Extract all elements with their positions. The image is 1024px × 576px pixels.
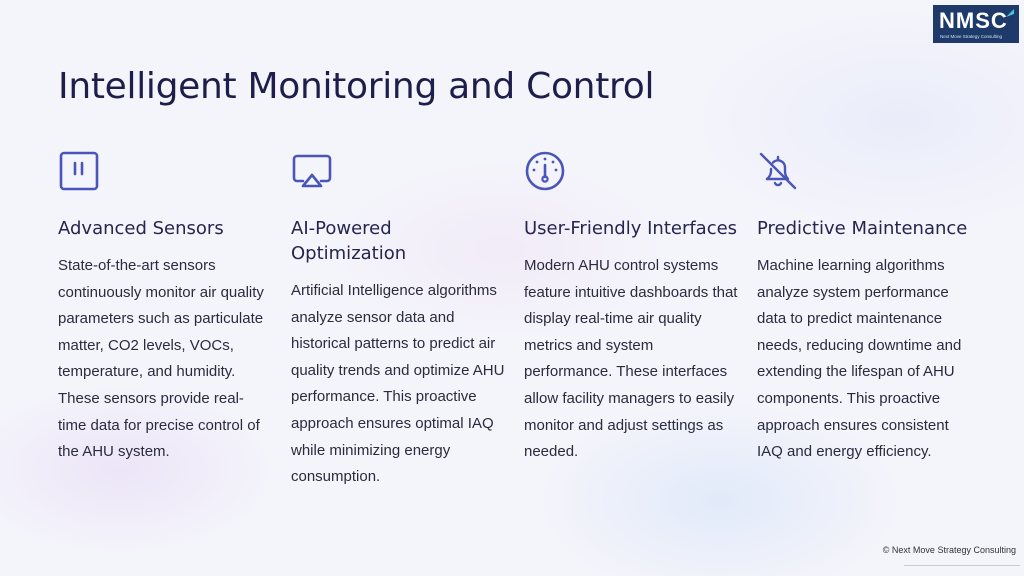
card-title: Predictive Maintenance [757, 218, 968, 239]
page-title: Intelligent Monitoring and Control [58, 66, 655, 107]
bell-off-icon [759, 152, 797, 190]
logo-triangle-icon [1006, 9, 1014, 17]
copyright-footer: © Next Move Strategy Consulting [882, 545, 1016, 555]
card-title: AI-Powered Optimization [291, 218, 407, 264]
logo-tagline: Next Move Strategy Consulting [940, 34, 1003, 39]
card-description: Modern AHU control systems feature intui… [524, 257, 738, 461]
company-logo: NMSC Next Move Strategy Consulting [933, 5, 1019, 43]
card-advanced-sensors: Advanced Sensors State-of-the-art sensor… [58, 150, 272, 466]
card-ai-optimization: AI-Powered Optimization Artificial Intel… [291, 150, 505, 491]
card-description: Artificial Intelligence algorithms analy… [291, 282, 505, 486]
footer-divider [904, 565, 1020, 566]
card-description: State-of-the-art sensors continuously mo… [58, 257, 264, 461]
card-user-interfaces: User-Friendly Interfaces Modern AHU cont… [524, 150, 738, 466]
card-title: Advanced Sensors [58, 218, 224, 239]
logo-mark: NMSC [939, 8, 1008, 33]
card-title: User-Friendly Interfaces [524, 218, 738, 239]
card-predictive-maintenance: Predictive Maintenance Machine learning … [757, 150, 971, 466]
pause-button-icon [59, 151, 99, 191]
card-description: Machine learning algorithms analyze syst… [757, 257, 962, 461]
gauge-icon [525, 151, 565, 191]
screen-cast-icon [292, 154, 332, 188]
